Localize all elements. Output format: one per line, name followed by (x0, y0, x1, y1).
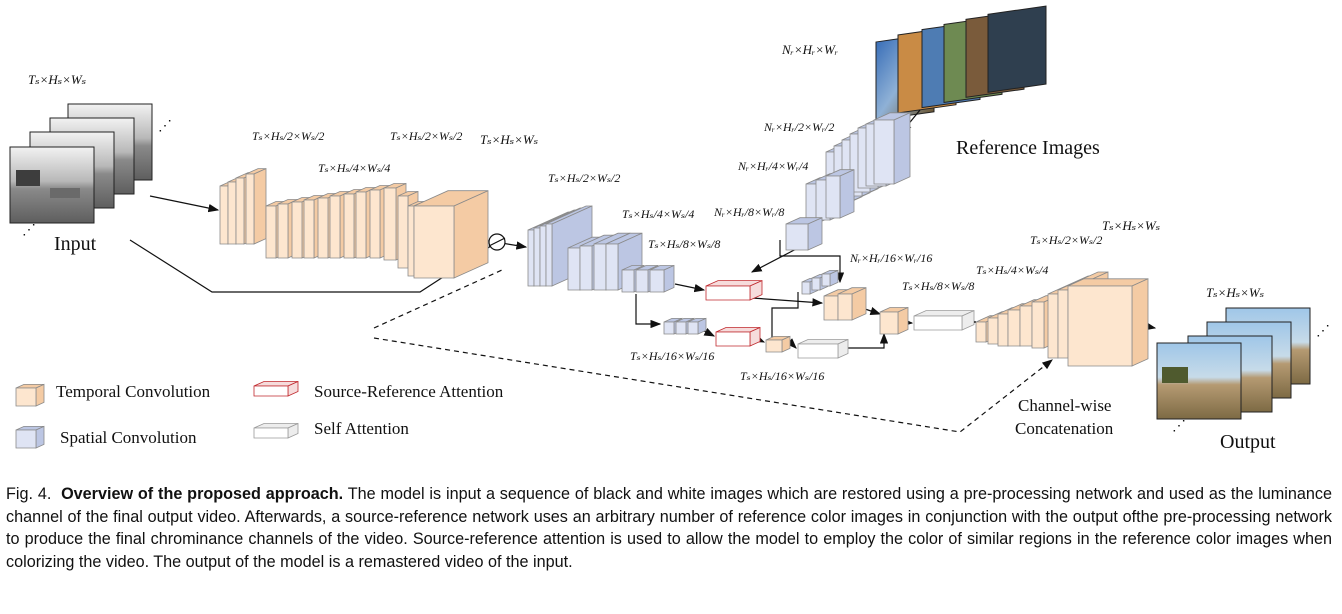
pre-enc-block (245, 167, 267, 245)
dec-block-a (837, 287, 867, 321)
label-concatenation: Concatenation (1015, 419, 1114, 438)
dim-src-half: Tₛ×Hₛ/2×Wₛ/2 (548, 171, 620, 185)
dim-dec-out: Tₛ×Hₛ×Wₛ (1102, 218, 1160, 233)
dim-ref-eighth: Nᵣ×Hᵣ/8×Wᵣ/8 (713, 205, 784, 219)
dim-pre-out: Tₛ×Hₛ×Wₛ (480, 132, 538, 147)
dim-pre-half-b: Tₛ×Hₛ/2×Wₛ/2 (390, 129, 462, 143)
dim-input: Tₛ×Hₛ×Wₛ (28, 72, 86, 87)
dim-src-eighth: Tₛ×Hₛ/8×Wₛ/8 (648, 237, 720, 251)
caption-label: Fig. 4. (6, 485, 52, 503)
dec-block-c (879, 306, 909, 335)
caption-title: Overview of the proposed approach. (61, 485, 344, 503)
svg-text:⋰: ⋰ (22, 223, 36, 238)
dim-dec-half: Tₛ×Hₛ/2×Wₛ/2 (1030, 233, 1102, 247)
dec-out-block (1067, 278, 1149, 367)
dim-pre-half-a: Tₛ×Hₛ/2×Wₛ/2 (252, 129, 324, 143)
label-output: Output (1220, 431, 1276, 453)
dim-ref-images: Nᵣ×Hᵣ×Wᵣ (781, 42, 838, 57)
architecture-diagram: ⋰ ⋰ ⋰ ⋰ (9, 5, 1330, 453)
src-ref-attention-block-2 (715, 326, 761, 347)
self-attention-block-1 (797, 338, 849, 359)
dim-ref-half: Nᵣ×Hᵣ/2×Wᵣ/2 (763, 120, 834, 134)
src-ref-attention-legend-icon (253, 380, 299, 397)
dim-src-16-a: Tₛ×Hₛ/16×Wₛ/16 (630, 349, 714, 363)
dim-ref-16: Nᵣ×Hᵣ/16×Wᵣ/16 (849, 251, 932, 265)
dim-dec-eighth: Tₛ×Hₛ/8×Wₛ/8 (902, 279, 974, 293)
self-attention-block-2 (913, 309, 975, 331)
ref-16-block (821, 269, 839, 287)
svg-text:⋰: ⋰ (1172, 419, 1186, 434)
legend-self-attention: Self Attention (314, 419, 409, 438)
output-frames: ⋰ ⋰ (1156, 307, 1330, 434)
svg-text:⋰: ⋰ (158, 119, 172, 134)
dim-dec-quarter: Tₛ×Hₛ/4×Wₛ/4 (976, 263, 1048, 277)
ref-enc-block-3 (785, 217, 823, 251)
src-ref-attention-block-1 (705, 279, 763, 301)
reference-images (875, 5, 1047, 121)
src-enc-block-3 (649, 264, 675, 293)
dec-block-b (765, 335, 791, 353)
legend-spatial-convolution: Spatial Convolution (60, 428, 197, 447)
src-16-block (687, 317, 707, 335)
pre-out-block (413, 190, 489, 279)
figure-caption: Fig. 4. Overview of the proposed approac… (6, 483, 1332, 573)
label-channel-wise: Channel-wise (1018, 396, 1111, 415)
self-attention-legend-icon (253, 422, 299, 439)
dim-output: Tₛ×Hₛ×Wₛ (1206, 285, 1264, 300)
concat-symbol (488, 233, 506, 251)
caption-text: The model is input a sequence of black a… (6, 485, 1332, 571)
legend-temporal-convolution: Temporal Convolution (56, 382, 211, 401)
legend-source-reference-attention: Source-Reference Attention (314, 382, 504, 401)
svg-text:⋰: ⋰ (1316, 324, 1330, 339)
input-frames: ⋰ ⋰ (9, 103, 172, 238)
dim-ref-quarter: Nᵣ×Hᵣ/4×Wᵣ/4 (737, 159, 808, 173)
ref-enc-block (873, 112, 911, 185)
legend-icons (15, 380, 299, 449)
spatial-conv-legend-icon (15, 425, 45, 449)
ref-enc-block-2 (825, 169, 855, 219)
label-reference-images: Reference Images (956, 137, 1100, 159)
temporal-conv-legend-icon (15, 383, 45, 407)
dim-pre-quarter: Tₛ×Hₛ/4×Wₛ/4 (318, 161, 390, 175)
conv-blocks (219, 112, 1149, 367)
dim-src-quarter: Tₛ×Hₛ/4×Wₛ/4 (622, 207, 694, 221)
dim-src-16-b: Tₛ×Hₛ/16×Wₛ/16 (740, 369, 824, 383)
label-input: Input (54, 233, 97, 255)
